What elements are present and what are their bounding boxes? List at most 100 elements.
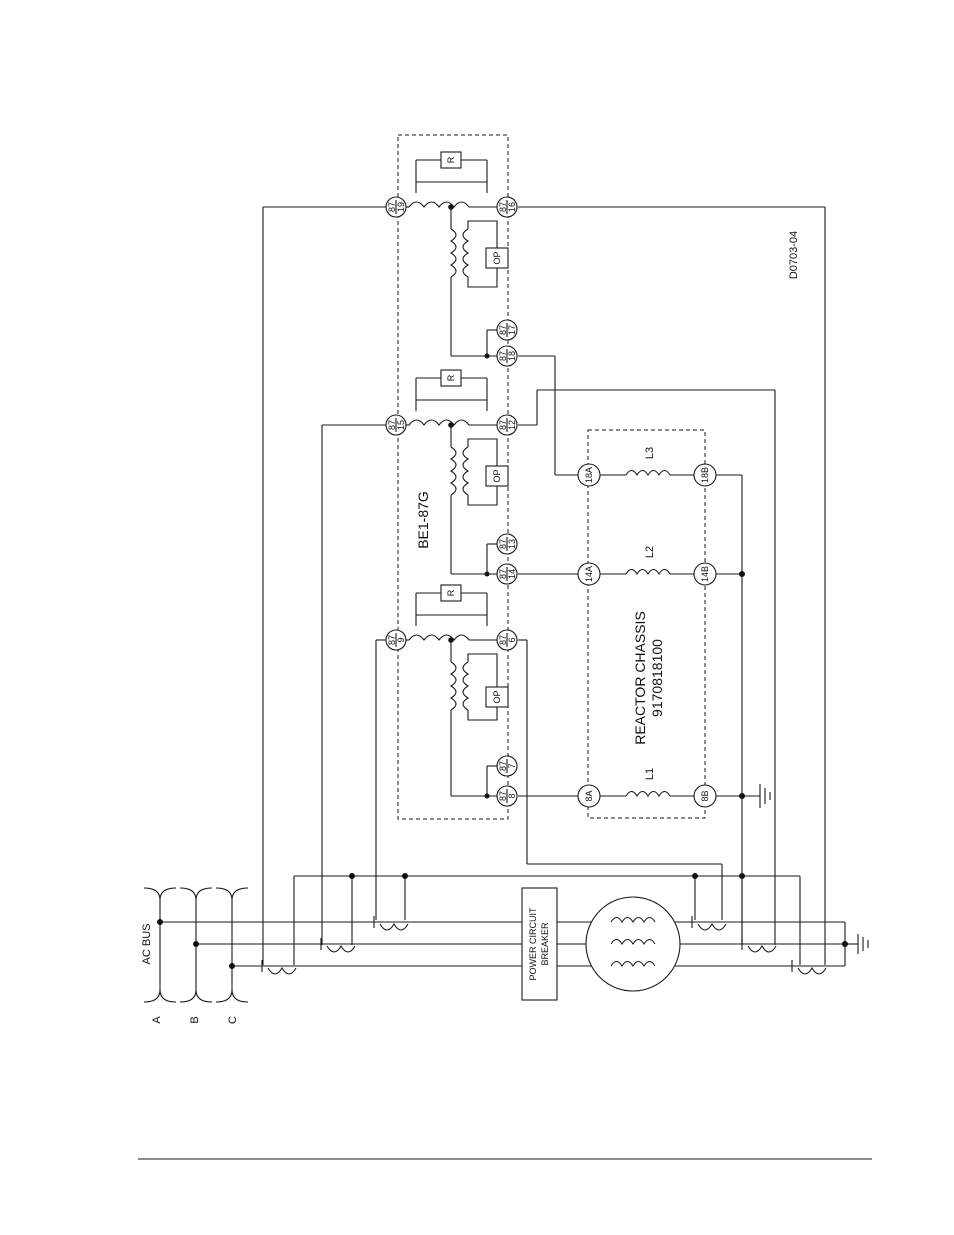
restraint-unit-label: R	[446, 156, 456, 163]
reactor-enclosure	[587, 429, 706, 819]
terminal-circle	[577, 784, 601, 808]
terminal-prefix: 87	[498, 325, 508, 335]
terminal-prefix: 87	[498, 569, 508, 579]
restraint-unit-label: R	[446, 374, 456, 381]
reactor-inductor-row-3: L1 8A 8B	[577, 768, 717, 808]
terminal-circle	[577, 562, 601, 586]
restraint-coil	[408, 201, 470, 208]
operate-secondary-coil	[462, 228, 470, 278]
terminal-number: 6	[507, 637, 517, 642]
terminal-label: 8B	[700, 790, 710, 801]
junction-dot	[484, 571, 490, 577]
junction-dot	[484, 353, 490, 359]
terminal-circle	[577, 463, 601, 487]
operate-unit-box	[485, 465, 509, 487]
terminal-circle	[693, 562, 717, 586]
inductor-coil	[625, 568, 671, 576]
terminal-prefix: 87	[498, 202, 508, 212]
generator-winding-3	[610, 960, 656, 968]
operate-unit-box	[485, 686, 509, 708]
inductor-coil	[625, 469, 671, 477]
diagram-id: D0703-04	[788, 231, 800, 279]
reactor-terminal-14A: 14A	[577, 562, 601, 586]
reactor-ground-symbol	[759, 784, 771, 808]
reactor-terminal-8B: 8B	[693, 784, 717, 808]
reactor-terminal-18B: 18B	[693, 463, 717, 487]
terminal-number: 17	[507, 325, 517, 335]
ct-coil	[326, 944, 356, 953]
ct-coil	[797, 966, 827, 975]
restraint-unit-label: R	[446, 589, 456, 596]
generator-winding-2	[610, 938, 656, 946]
terminal-number: 9	[396, 637, 406, 642]
ct-coil	[379, 922, 409, 931]
terminal-label: 8A	[584, 790, 594, 801]
junction-dot	[484, 793, 490, 799]
reactor-terminal-18A: 18A	[577, 463, 601, 487]
terminal-prefix: 87	[498, 761, 508, 771]
terminal-number: 13	[507, 539, 517, 549]
terminal-prefix: 87	[498, 791, 508, 801]
operate-unit-label: OP	[492, 690, 502, 703]
restraint-coil	[408, 419, 470, 426]
terminal-number: 12	[507, 420, 517, 430]
terminal-number: 8	[507, 793, 517, 798]
current-transformer-1	[261, 960, 297, 975]
ct-coil	[697, 922, 727, 931]
terminal-number: 18	[507, 351, 517, 361]
terminal-label: 18B	[700, 467, 710, 483]
terminal-prefix: 87	[498, 635, 508, 645]
reactor-label-line1: REACTOR CHASSIS	[632, 611, 648, 745]
reactor-terminal-14B: 14B	[693, 562, 717, 586]
relay-wiring	[262, 206, 826, 965]
terminal-label: 18A	[584, 467, 594, 483]
terminal-circle	[693, 463, 717, 487]
terminal-label: 14B	[700, 566, 710, 582]
inductor-label: L3	[644, 447, 656, 459]
ct-coil	[267, 966, 297, 975]
operate-unit-label: OP	[492, 469, 502, 482]
terminal-prefix: 87	[387, 420, 397, 430]
power-circuit-breaker: POWER CIRCUIT BREAKER	[521, 887, 558, 1001]
operate-coil	[449, 228, 457, 278]
operate-unit-box	[485, 247, 509, 269]
terminal-number: 15	[396, 420, 406, 430]
terminal-label: 14A	[584, 566, 594, 582]
restraint-coil	[408, 634, 470, 641]
operate-secondary-coil	[462, 661, 470, 711]
operate-coil	[449, 661, 457, 711]
current-transformer-4	[691, 916, 727, 931]
phase-a-label: A	[151, 1016, 163, 1024]
relay-name: BE1-87G	[415, 491, 431, 549]
current-transformers	[261, 916, 827, 975]
terminal-number: 16	[507, 202, 517, 212]
operate-coil	[449, 446, 457, 496]
terminal-prefix: 87	[387, 202, 397, 212]
inductor-label: L1	[644, 768, 656, 780]
generator	[585, 896, 681, 992]
operate-unit-label: OP	[492, 251, 502, 264]
breaker-label-line1: POWER CIRCUIT	[528, 907, 538, 981]
terminal-prefix: 87	[498, 420, 508, 430]
current-transformer-6	[791, 960, 827, 975]
